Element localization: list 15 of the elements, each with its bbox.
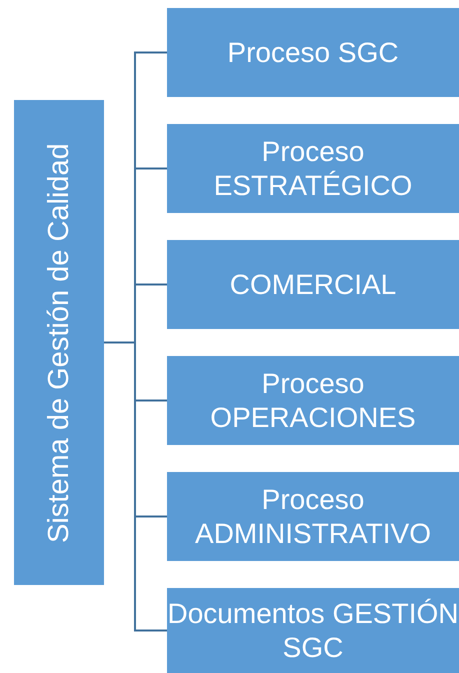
process-box [167, 588, 459, 673]
process-box [167, 472, 459, 561]
process-box [167, 124, 459, 213]
process-box [167, 356, 459, 445]
box-label: COMERCIAL [230, 268, 396, 302]
box-label: Documentos GESTIÓN SGC [167, 596, 459, 664]
connector-line [104, 342, 167, 632]
process-box [167, 240, 459, 329]
process-box [14, 100, 104, 585]
box-label: Proceso ESTRATÉGICO [212, 134, 414, 202]
box-label: Proceso ADMINISTRATIVO [194, 482, 432, 550]
box-label: Proceso SGC [227, 36, 399, 70]
box-label: Sistema de Gestión de Calidad [42, 142, 76, 544]
process-box [167, 8, 459, 97]
box-label: Proceso OPERACIONES [209, 366, 417, 434]
